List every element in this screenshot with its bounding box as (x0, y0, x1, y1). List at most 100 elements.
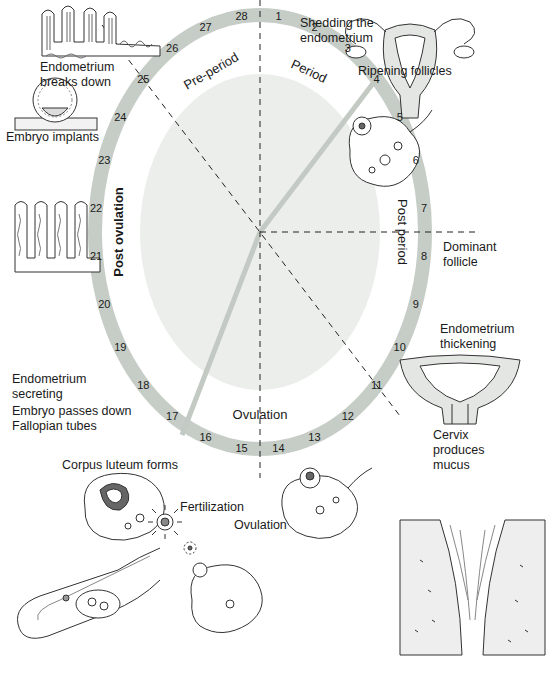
egg (306, 472, 314, 480)
phase-label: Ovulation (233, 407, 288, 422)
gland-lines (18, 214, 81, 256)
cervix-wall-right (483, 520, 545, 655)
follicle (136, 514, 144, 522)
gland-lines (47, 12, 112, 50)
day-number: 13 (308, 431, 320, 443)
day-number: 3 (345, 42, 351, 54)
endometrium-breakdown-sketch (42, 6, 160, 58)
stage-label: Ripening follicles (358, 64, 452, 79)
ligament (410, 110, 432, 132)
follicle (226, 600, 234, 608)
ovary-outline (349, 117, 419, 187)
stage-label: Embryo implants (6, 130, 99, 145)
day-number: 14 (272, 442, 284, 454)
day-number: 2 (311, 21, 317, 33)
day-number: 21 (90, 250, 102, 262)
follicle (125, 523, 131, 529)
stage-label: Endometrium secreting (12, 372, 94, 402)
day-number: 5 (397, 111, 403, 123)
phase-divider (260, 232, 475, 233)
inner-cell-mass (42, 108, 68, 116)
day-number: 6 (413, 154, 419, 166)
day-number: 8 (421, 250, 427, 262)
stage-label: Endometrium thickening (440, 322, 522, 352)
day-number: 11 (371, 379, 382, 391)
ligament (348, 468, 372, 488)
day-number: 26 (166, 42, 178, 54)
day-number: 7 (421, 202, 427, 214)
day-number: 28 (235, 10, 247, 22)
phase-divider (260, 0, 261, 478)
ovary (454, 46, 474, 58)
day-number: 25 (137, 73, 149, 85)
stage-label: Corpus luteum forms (62, 458, 178, 473)
ovary-egg-release-sketch (184, 542, 262, 633)
day-number: 20 (98, 298, 110, 310)
day-number: 27 (199, 21, 211, 33)
stage-label: Fertilization (180, 500, 244, 515)
follicle-sketch (349, 110, 432, 186)
ovary-outline (84, 473, 164, 540)
day-number: 4 (374, 73, 380, 85)
embryo (63, 595, 69, 601)
tissue-outline (42, 6, 160, 56)
fertilization-sketch (148, 505, 182, 539)
phase-divider (102, 25, 400, 416)
stage-label: Endometrium breaks down (40, 60, 122, 90)
stage-label: Cervix produces mucus (433, 428, 493, 473)
tube-lumen (37, 556, 150, 620)
cycle-wheel (95, 0, 475, 478)
day-number: 18 (137, 379, 149, 391)
follicle (316, 506, 324, 514)
tissue-outline (15, 202, 100, 273)
tube-outline (17, 548, 160, 638)
day-number: 9 (413, 298, 419, 310)
ruptured-follicle (300, 468, 320, 488)
uterus-cavity (420, 363, 500, 402)
follicle (333, 497, 339, 503)
phase-label: Post ovulation (111, 187, 126, 277)
stipple (415, 560, 528, 642)
stage-label: Ovulation (234, 518, 287, 533)
phase-divider (182, 232, 260, 435)
follicle (353, 117, 371, 135)
stage-label: Embryo passes down Fallopian tubes (12, 404, 136, 434)
fallopian-tube-sketch (17, 548, 160, 638)
day-number: 1 (275, 10, 281, 22)
corpus-luteum-sketch (84, 473, 164, 540)
follicle (380, 155, 390, 165)
follicle (100, 602, 108, 610)
stage-label: Dominant follicle (443, 240, 505, 270)
phase-label: Post period (394, 199, 409, 265)
day-number: 23 (98, 154, 110, 166)
egg-nucleus (188, 546, 192, 550)
corpus-luteum (100, 483, 129, 510)
day-number: 16 (199, 431, 211, 443)
day-number: 17 (166, 410, 178, 422)
follicle (193, 563, 207, 577)
day-number: 12 (342, 410, 354, 422)
day-number: 19 (114, 341, 126, 353)
uterus-cavity (395, 35, 425, 88)
egg (157, 514, 173, 530)
day-number: 10 (394, 341, 406, 353)
secreting-endometrium-sketch (15, 202, 100, 273)
follicle (394, 142, 402, 150)
thickened-uterus-sketch (400, 355, 520, 424)
corpus-luteum-core (106, 489, 122, 503)
egg (359, 123, 365, 129)
ovary (76, 590, 120, 618)
released-egg (184, 542, 196, 554)
sperm-tails (148, 505, 182, 539)
mucus-strands (450, 525, 495, 620)
cervix-wall-left (400, 520, 462, 655)
day-number: 24 (114, 111, 126, 123)
ovary-outline (282, 476, 358, 539)
follicle (88, 598, 96, 606)
vessel-lines (46, 41, 152, 58)
day-number: 22 (90, 202, 102, 214)
cervical-canal (452, 404, 468, 424)
day-number: 15 (235, 442, 247, 454)
